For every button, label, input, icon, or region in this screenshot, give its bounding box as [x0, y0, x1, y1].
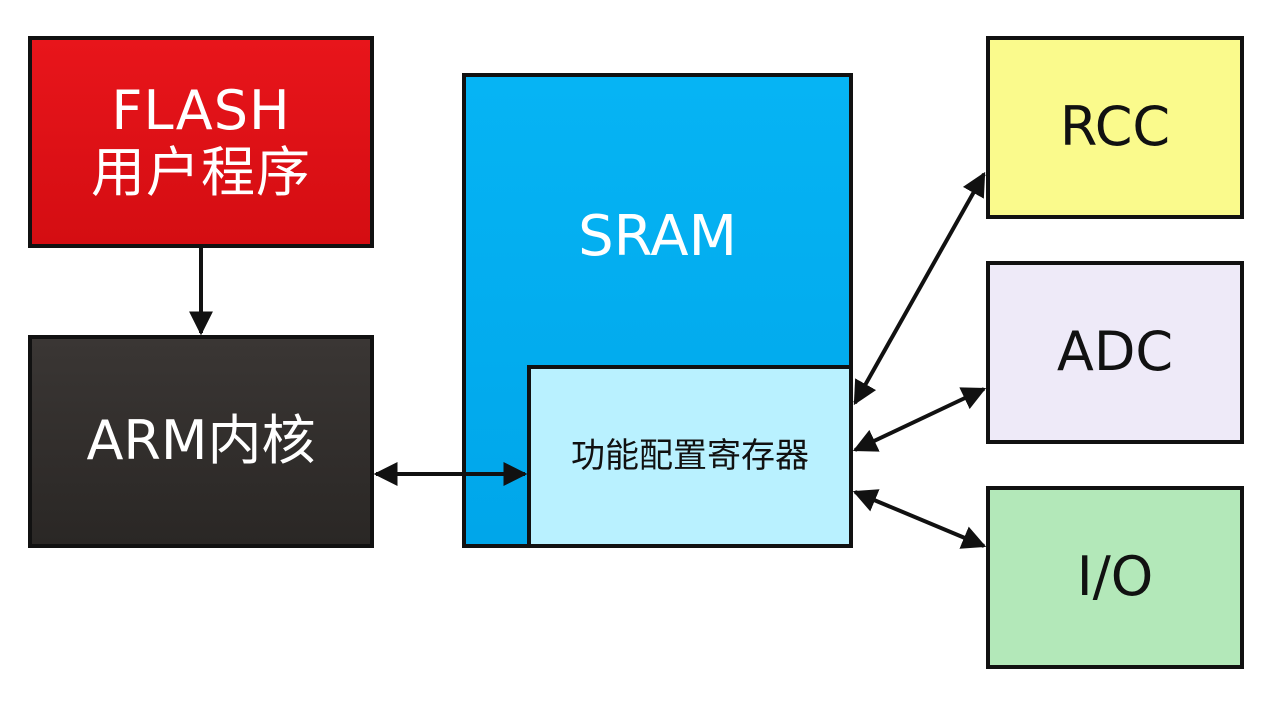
adc-block: ADC [986, 261, 1244, 444]
rcc-label: RCC [1059, 95, 1171, 159]
function-config-registers-block: 功能配置寄存器 [527, 365, 853, 548]
flash-subtitle: 用户程序 [91, 141, 311, 204]
arm-core-block: ARM内核 [28, 335, 374, 548]
adc-label: ADC [1056, 320, 1174, 384]
arrow-registers-rcc [853, 171, 986, 406]
arm-core-label: ARM内核 [86, 409, 316, 473]
io-block: I/O [986, 486, 1244, 669]
sram-label: SRAM [578, 204, 737, 269]
arrow-registers-io [852, 489, 987, 549]
flash-title: FLASH [111, 78, 291, 142]
rcc-block: RCC [986, 36, 1244, 219]
arrow-registers-adc [852, 387, 987, 452]
function-config-registers-label: 功能配置寄存器 [571, 435, 809, 476]
flash-block: FLASH 用户程序 [28, 36, 374, 248]
io-label: I/O [1076, 545, 1154, 609]
